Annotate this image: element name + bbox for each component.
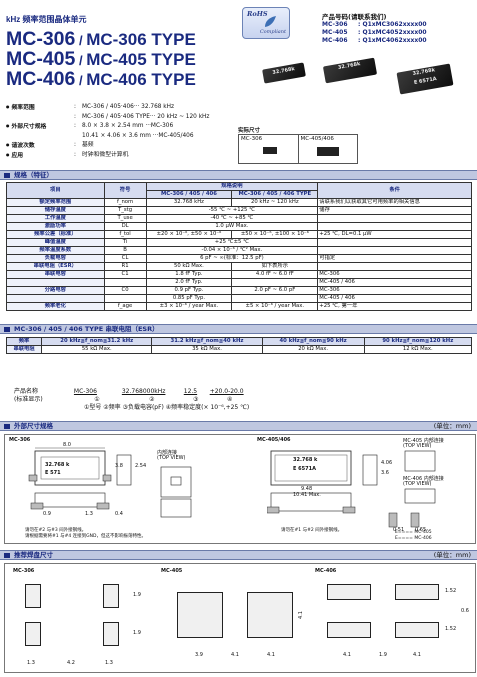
title-mc405: MC-405 / MC-405 TYPE (6, 48, 196, 70)
actual-size-box: 实际尺寸 MC-306 MC-405/406 (238, 126, 358, 164)
pad-406-4 (395, 622, 439, 638)
spec-row: 0.85 pF Typ.MC-405 / 406 (6, 294, 472, 303)
pad-drawing-area: MC-306 MC-405 MC-406 1.9 1.9 1.3 4.2 1.3… (4, 563, 476, 673)
section-spec: 规格（特征） (0, 170, 477, 180)
mc306-outline-svg (28, 447, 132, 510)
section-pad: 推荐焊盘尺寸(单位：mm) (0, 550, 477, 560)
pad-406-3 (327, 622, 371, 638)
crystal-photo-mc306: 32.768k (262, 62, 306, 84)
pad-406-2 (395, 584, 439, 600)
outline-label-mc306: MC-306 (9, 437, 31, 443)
spec-row: 频率公差（标准）f_tol±20 × 10⁻⁶, ±50 × 10⁻⁶±50 ×… (6, 230, 472, 239)
pad-306-1 (25, 584, 41, 608)
section-esr: MC-306 / 405 / 406 TYPE 串联电阻（ESR） (0, 324, 477, 334)
leaf-icon (265, 16, 276, 27)
outline-label-mc405: MC-405/406 (257, 437, 291, 443)
outline-drawing-area: MC-306 MC-405/406 8.0 3.8 2.54 32.768 k … (4, 434, 476, 544)
pad-306-3 (25, 622, 41, 646)
pad-405-2 (247, 592, 293, 638)
inner-connection-306-svg (160, 466, 192, 498)
pad-306-4 (103, 622, 119, 646)
title-mc306: MC-306 / MC-306 TYPE (6, 28, 196, 50)
title-mc406: MC-406 / MC-406 TYPE (6, 68, 196, 90)
pad-406-1 (327, 584, 371, 600)
section-outline: 外部尺寸规格(单位：mm) (0, 421, 477, 431)
part-number-list: 产品号码(请联系我们) MC-306: Q1xMC3062xxxx00 MC-4… (322, 13, 427, 44)
part-number-example: 产品名称 MC-306 32.768000kHz 12.5 +20.0-20.0… (14, 388, 250, 411)
spec-row: 2.0 fF Typ.MC-405 / 406 (6, 278, 472, 287)
feature-list: 频率范围:MC-306 / 405·406··· 32.768 kHz x:MC… (6, 103, 210, 161)
product-subtitle: kHz 频率范围晶体单元 (6, 15, 87, 24)
crystal-photo-mc405: 32.768k (322, 57, 378, 84)
pad-306-2 (103, 584, 119, 608)
mc405-outline-svg (267, 450, 378, 514)
pad-405-1 (177, 592, 223, 638)
rohs-logo: RoHS Compliant (242, 7, 290, 39)
